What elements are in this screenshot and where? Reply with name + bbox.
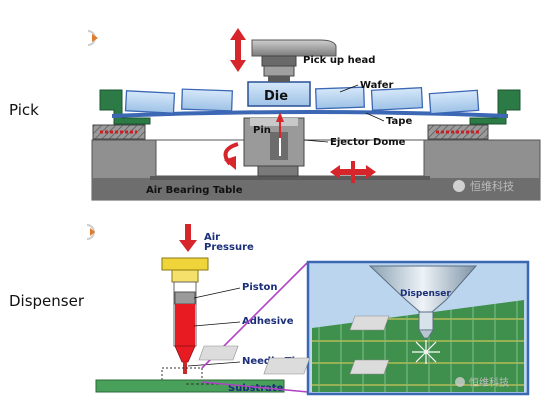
- pick-up-head: [251, 39, 337, 82]
- substrate: [95, 379, 285, 393]
- up-down-arrow-icon: [230, 28, 246, 72]
- air-bearing-table-label: Air Bearing Table: [146, 185, 243, 196]
- left-clamp-block: [92, 124, 146, 140]
- right-ring-clamp: [469, 89, 521, 125]
- pick-up-head-label: Pick up head: [303, 55, 375, 66]
- corner-logo-icon-2: [86, 224, 95, 240]
- pick-diagram: Air Bearing Table Die: [87, 28, 541, 201]
- zoomed-dispenser-view: Dispenser 恒维科技: [198, 260, 530, 396]
- adhesive-label: Adhesive: [242, 316, 294, 327]
- syringe: [161, 257, 209, 374]
- needle-tip: [183, 362, 187, 374]
- piston: [174, 291, 196, 305]
- pick-section-label: Pick: [9, 101, 39, 119]
- pin-label: Pin: [253, 125, 271, 136]
- wafer-dies: [124, 86, 480, 115]
- dispenser-watermark-text: 恒维科技: [469, 376, 509, 389]
- left-ring-clamp: [99, 89, 151, 125]
- piston-pointer: [193, 287, 241, 299]
- ejector-dome-pointer: [303, 139, 329, 143]
- dispenser-diagram: Air Pressure Piston Adhesive Needle Tip …: [86, 224, 530, 396]
- pick-watermark-text: 恒维科技: [470, 179, 514, 193]
- chip-pads: [198, 315, 390, 375]
- air-pressure-label-line2: Pressure: [204, 242, 254, 253]
- ejector-dome-label: Ejector Dome: [330, 137, 406, 148]
- pick-watermark: 恒维科技: [453, 179, 514, 193]
- adhesive-pointer: [193, 321, 241, 327]
- adhesive-dots: [412, 340, 440, 364]
- die: [247, 81, 311, 107]
- zoom-line-bottom: [201, 381, 309, 393]
- wafer-label: Wafer: [360, 80, 394, 91]
- rotation-arrow-icon: [223, 142, 239, 170]
- ejector-dome: [243, 117, 305, 177]
- tape-label: Tape: [386, 116, 412, 127]
- needle-tip-pointer: [187, 361, 241, 367]
- wafer-pointer: [339, 84, 359, 93]
- die-label: Die: [264, 89, 288, 104]
- substrate-label: Substrate: [228, 383, 284, 394]
- piston-label: Piston: [242, 282, 277, 293]
- air-pressure-arrow-icon: [179, 224, 197, 252]
- pin: [276, 112, 284, 156]
- dispenser-section-label: Dispenser: [9, 292, 84, 310]
- left-right-arrow-icon: [330, 161, 376, 183]
- zoomed-needle: [418, 311, 434, 331]
- adhesive: [175, 304, 195, 346]
- air-pressure-label-line1: Air: [204, 232, 220, 243]
- zoomed-dispenser-label: Dispenser: [400, 289, 451, 299]
- air-bearing-table: [91, 139, 541, 201]
- tape-pointer: [365, 112, 385, 122]
- tape: [111, 110, 509, 118]
- corner-logo-icon: [87, 30, 98, 46]
